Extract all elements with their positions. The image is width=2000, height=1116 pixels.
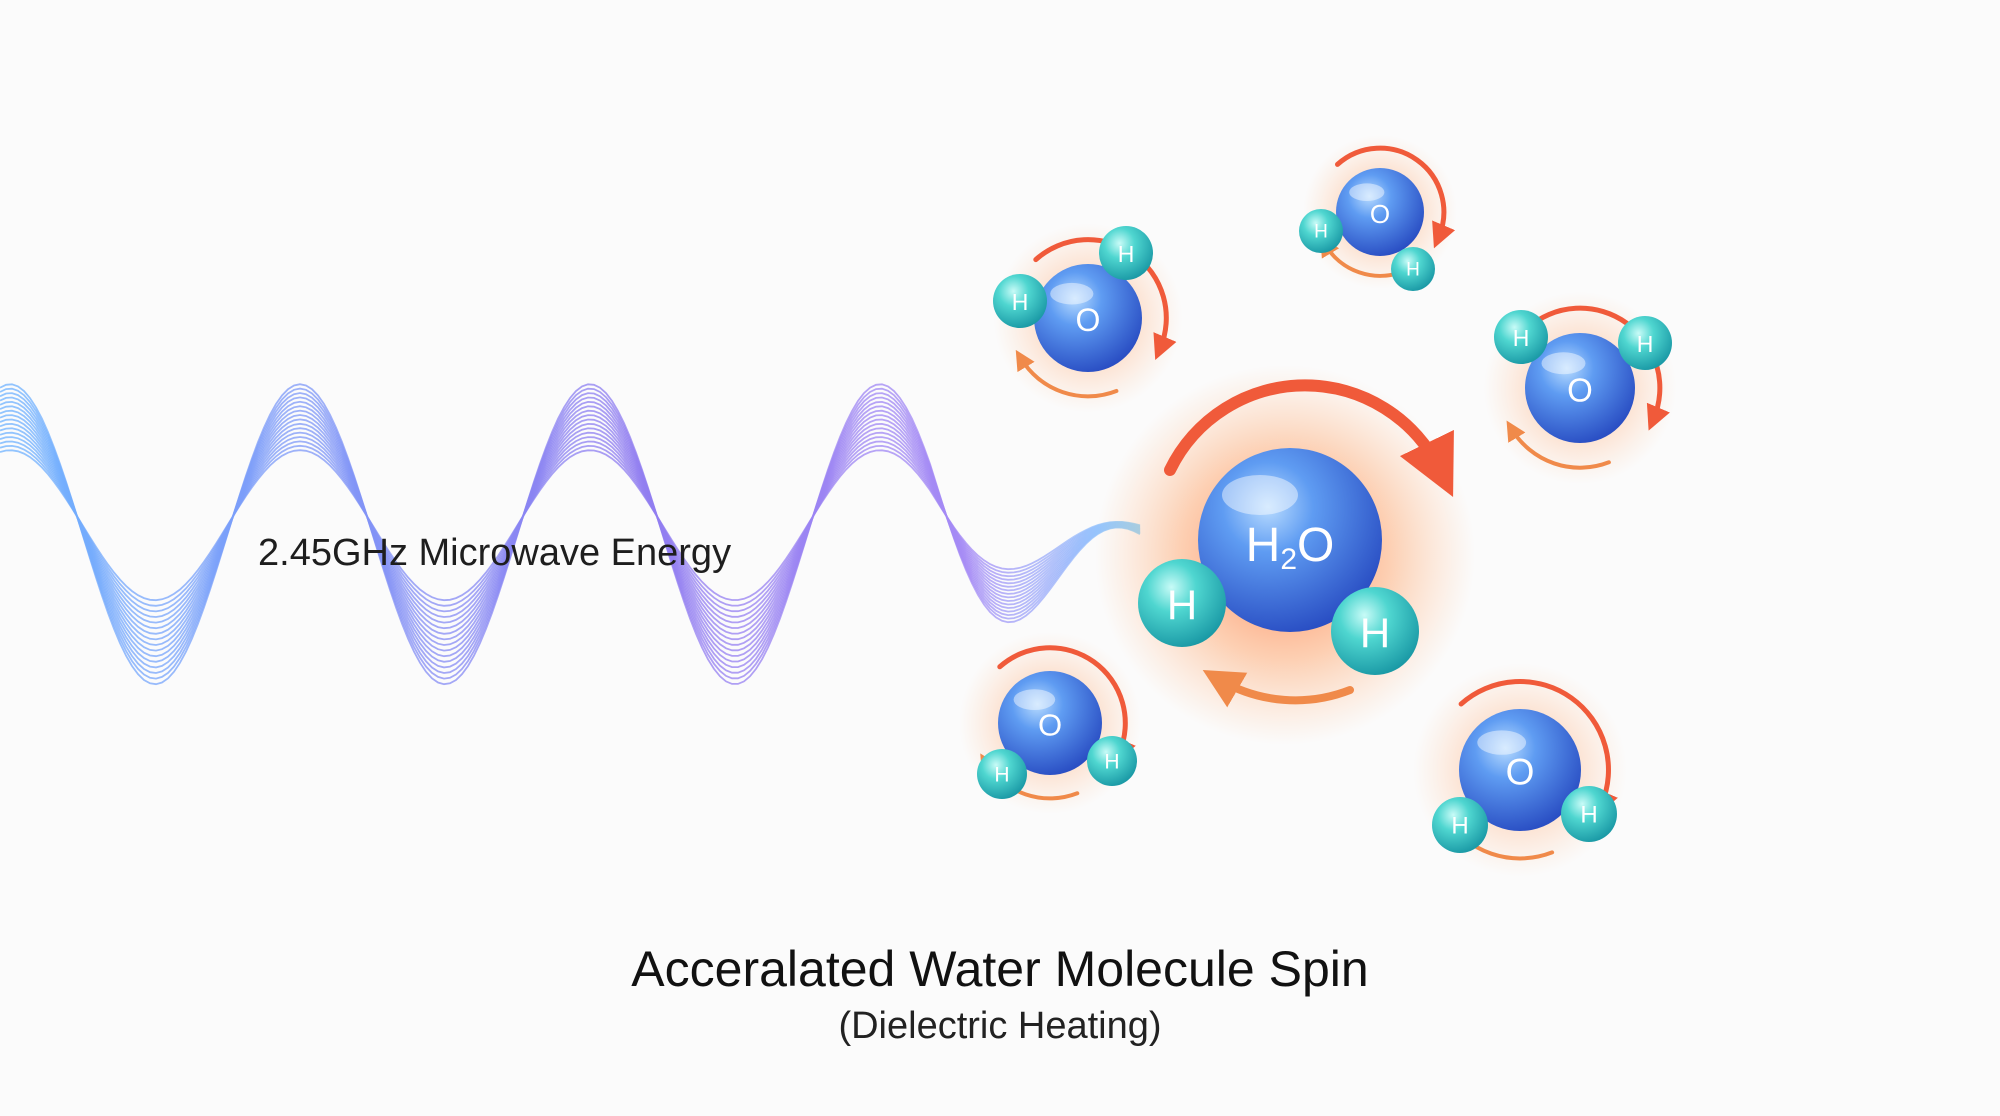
wave-line	[0, 422, 1141, 635]
rotation-arrow	[1164, 379, 1454, 497]
oxygen-label: O	[1076, 302, 1101, 338]
hydrogen-label: H	[1360, 610, 1390, 657]
hydrogen-label: H	[1406, 260, 1420, 281]
hydrogen-label: H	[1513, 325, 1530, 351]
oxygen-atom	[1198, 448, 1382, 632]
hydrogen-atom	[977, 749, 1027, 799]
hydrogen-label: H	[994, 764, 1009, 787]
rotation-arrow	[1335, 145, 1456, 249]
hydrogen-label: H	[1118, 241, 1135, 267]
oxygen-atom	[1459, 709, 1581, 831]
hydrogen-atom	[1494, 310, 1548, 364]
hydrogen-label: H	[1012, 289, 1029, 315]
wave-line	[0, 436, 1141, 618]
rotation-arrow	[1458, 679, 1618, 816]
oxygen-atom	[1525, 333, 1635, 443]
hydrogen-atom	[1138, 559, 1226, 647]
hydrogen-atom	[1391, 247, 1435, 291]
wave-line	[0, 383, 1141, 686]
hydrogen-atom	[1432, 797, 1488, 853]
water-molecule: O H H	[1413, 663, 1627, 877]
hydrogen-label: H	[1637, 331, 1654, 357]
oxygen-label: O	[1038, 708, 1062, 743]
small-molecules: O H H O H H O H H O H H O H H	[959, 135, 1677, 877]
hydrogen-label: H	[1104, 751, 1119, 774]
water-molecule: O H H	[1299, 135, 1457, 291]
wave-label: 2.45GHz Microwave Energy	[258, 532, 732, 574]
rotation-arrow	[1506, 420, 1611, 470]
rotation-arrow	[1524, 305, 1670, 431]
hydrogen-atom	[1087, 736, 1137, 786]
hydrogen-label: H	[1580, 802, 1597, 829]
hydrogen-atom	[1561, 786, 1617, 842]
wave-line	[0, 440, 1141, 613]
microwave-wave	[0, 383, 1141, 686]
hydrogen-label: H	[1167, 582, 1197, 629]
caption-title: Acceralated Water Molecule Spin	[631, 941, 1369, 997]
water-molecule: O H H	[993, 223, 1183, 413]
wave-line	[0, 444, 1141, 607]
oxygen-label: O	[1567, 372, 1593, 409]
hydrogen-atom	[1618, 316, 1672, 370]
wave-line	[0, 431, 1141, 624]
hydrogen-atom	[1331, 587, 1419, 675]
oxygen-atom	[1336, 168, 1424, 256]
oxygen-label: O	[1506, 752, 1535, 793]
hydrogen-label: H	[1314, 222, 1328, 243]
molecule-formula: H2O	[1246, 519, 1335, 576]
wave-line	[0, 409, 1141, 652]
oxygen-atom	[998, 671, 1102, 775]
caption-subtitle: (Dielectric Heating)	[838, 1005, 1162, 1047]
hydrogen-atom	[1099, 226, 1153, 280]
water-molecule: O H H	[959, 632, 1141, 814]
rotation-arrow	[1202, 669, 1354, 708]
hydrogen-atom	[1299, 209, 1343, 253]
rotation-arrow	[1015, 349, 1119, 399]
rotation-arrow	[997, 645, 1136, 764]
central-water-molecule: H2O H H	[1095, 365, 1475, 745]
water-molecule: O H H	[1483, 291, 1677, 485]
hydrogen-label: H	[1451, 813, 1468, 840]
oxygen-label: O	[1370, 199, 1390, 229]
oxygen-atom	[1034, 264, 1142, 372]
hydrogen-atom	[993, 274, 1047, 328]
